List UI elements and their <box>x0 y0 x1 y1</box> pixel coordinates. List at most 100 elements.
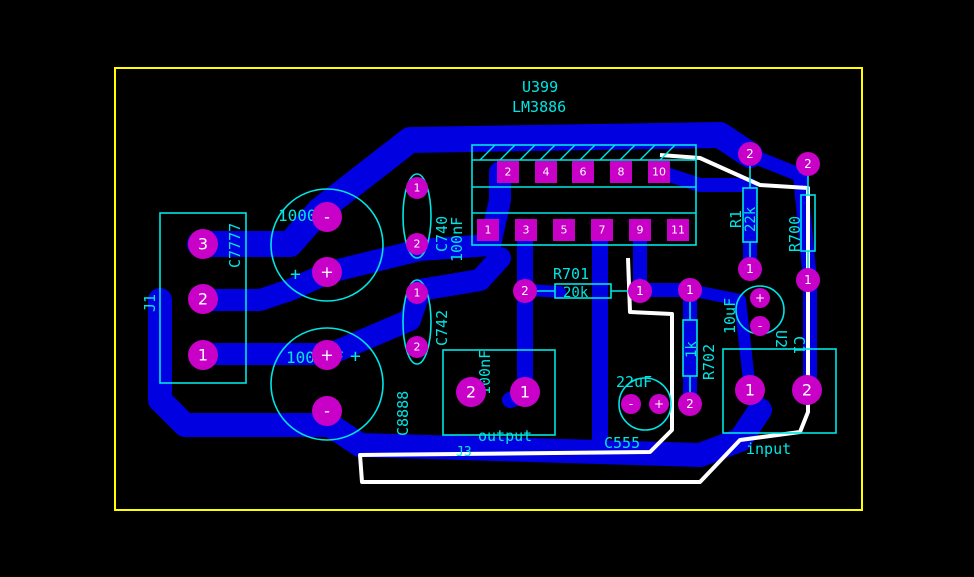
cap-bottom-plus: + <box>350 346 361 367</box>
ic-top-pad-label: 10 <box>652 166 666 179</box>
ic-bottom-pad-label: 1 <box>485 224 492 237</box>
j1-pad-label: 3 <box>198 235 208 254</box>
ic-bottom-pad-label: 9 <box>637 224 644 237</box>
r1-label: R1 <box>727 210 745 228</box>
ic-bottom-pad <box>515 219 537 241</box>
c555-value: 22uF <box>616 373 652 391</box>
c740-pad-label: 2 <box>414 238 421 251</box>
ic-top-pad <box>610 161 632 183</box>
r701-pad <box>628 279 652 303</box>
c742-pad-label: 1 <box>414 287 421 300</box>
input-pad-label: 1 <box>745 381 755 400</box>
c1-pad-label: - <box>758 319 762 333</box>
r702-label: R702 <box>700 344 718 380</box>
j1-pad <box>188 340 218 370</box>
r702-pad-label: 1 <box>686 283 694 297</box>
c1-value: 10uF <box>721 298 739 334</box>
cap-top-pad <box>312 202 342 232</box>
r700-pad-label: 1 <box>804 273 812 287</box>
input-outline <box>722 348 837 434</box>
j3-label: J3 <box>456 445 472 460</box>
j1-pad <box>188 284 218 314</box>
cap-top-pad-label: - <box>324 208 330 227</box>
ic-top-pad-label: 2 <box>505 166 512 179</box>
r700-pad <box>796 268 820 292</box>
ic-top-pad-label: 4 <box>543 166 550 179</box>
r1-pad-label: 1 <box>746 262 754 276</box>
ic-top-pad <box>572 161 594 183</box>
r701-pad-label: 1 <box>636 284 644 298</box>
c555-pad-label: - <box>629 397 633 411</box>
c742-pad <box>406 282 428 304</box>
ic-bottom-pad <box>477 219 499 241</box>
j1-pad-label: 2 <box>198 290 208 309</box>
cap-top-pad <box>312 257 342 287</box>
c7777-label: C7777 <box>226 223 244 268</box>
input-pad <box>735 375 765 405</box>
c740-value: 100nF <box>448 217 466 262</box>
j1-pad-label: 1 <box>198 346 208 365</box>
c555-outline <box>618 377 672 431</box>
r701-pad <box>513 279 537 303</box>
c742-outline <box>402 279 432 365</box>
ic-bottom-pad-label: 5 <box>561 224 568 237</box>
c742-label: C742 <box>433 310 451 346</box>
ic-bottom-pad <box>629 219 651 241</box>
r702-pad <box>678 278 702 302</box>
ic-top-pad <box>497 161 519 183</box>
ic-bottom-pad-label: 7 <box>599 224 606 237</box>
ic-top-pad <box>535 161 557 183</box>
c740-pad <box>406 233 428 255</box>
c742-pad <box>406 336 428 358</box>
cap-top-pad-label: + <box>320 263 333 282</box>
c742-pad-label: 2 <box>414 341 421 354</box>
c740-label: C740 <box>433 216 451 252</box>
r702-pad-label: 2 <box>686 397 694 411</box>
cap-top-outline <box>270 188 384 302</box>
cap-bottom-outline <box>270 327 384 441</box>
ic-bottom-pad <box>553 219 575 241</box>
u2-label: U2 <box>772 330 790 348</box>
cap-top-plus: + <box>290 264 301 285</box>
jumper-wire <box>358 153 810 484</box>
c555-label: C555 <box>604 434 640 452</box>
board-outline <box>114 67 863 511</box>
j3-pad <box>456 377 486 407</box>
cap-bot-pad <box>312 396 342 426</box>
r700-label: R700 <box>786 216 804 252</box>
output-label: output <box>478 427 532 445</box>
input-pad-label: 2 <box>802 381 812 400</box>
r1-pad <box>738 142 762 166</box>
r701-value: 20k <box>563 285 589 301</box>
c555-pad <box>649 394 669 414</box>
copper-traces <box>148 122 817 467</box>
ic-top-pad-label: 6 <box>580 166 587 179</box>
c740-outline <box>402 173 432 259</box>
ic-top-pad <box>648 161 670 183</box>
c1-pad-label: + <box>755 291 765 305</box>
ic-bottom-pad <box>591 219 613 241</box>
r702-value: 1k <box>684 341 700 358</box>
r1-value: 22k <box>743 206 759 232</box>
cap-bot-pad-label: - <box>324 402 330 421</box>
r700-pad-label: 2 <box>804 157 812 171</box>
cap-bot-pad <box>312 340 342 370</box>
j1-pad <box>188 229 218 259</box>
c1-pad <box>750 288 770 308</box>
j1-label: J1 <box>141 294 159 312</box>
c555-pad-label: + <box>654 397 664 411</box>
ic-body <box>471 144 697 246</box>
j3-pad-label: 1 <box>520 383 530 402</box>
ic-top-pad-label: 8 <box>618 166 625 179</box>
output-outline <box>442 349 556 436</box>
c555-pad <box>621 394 641 414</box>
input-pad <box>792 375 822 405</box>
r700-pad <box>796 152 820 176</box>
c1-label: C1 <box>790 336 808 354</box>
c8888-label: C8888 <box>394 391 412 436</box>
c740-pad <box>406 177 428 199</box>
r701-pad-label: 2 <box>521 284 529 298</box>
r1-pad-label: 2 <box>746 147 754 161</box>
